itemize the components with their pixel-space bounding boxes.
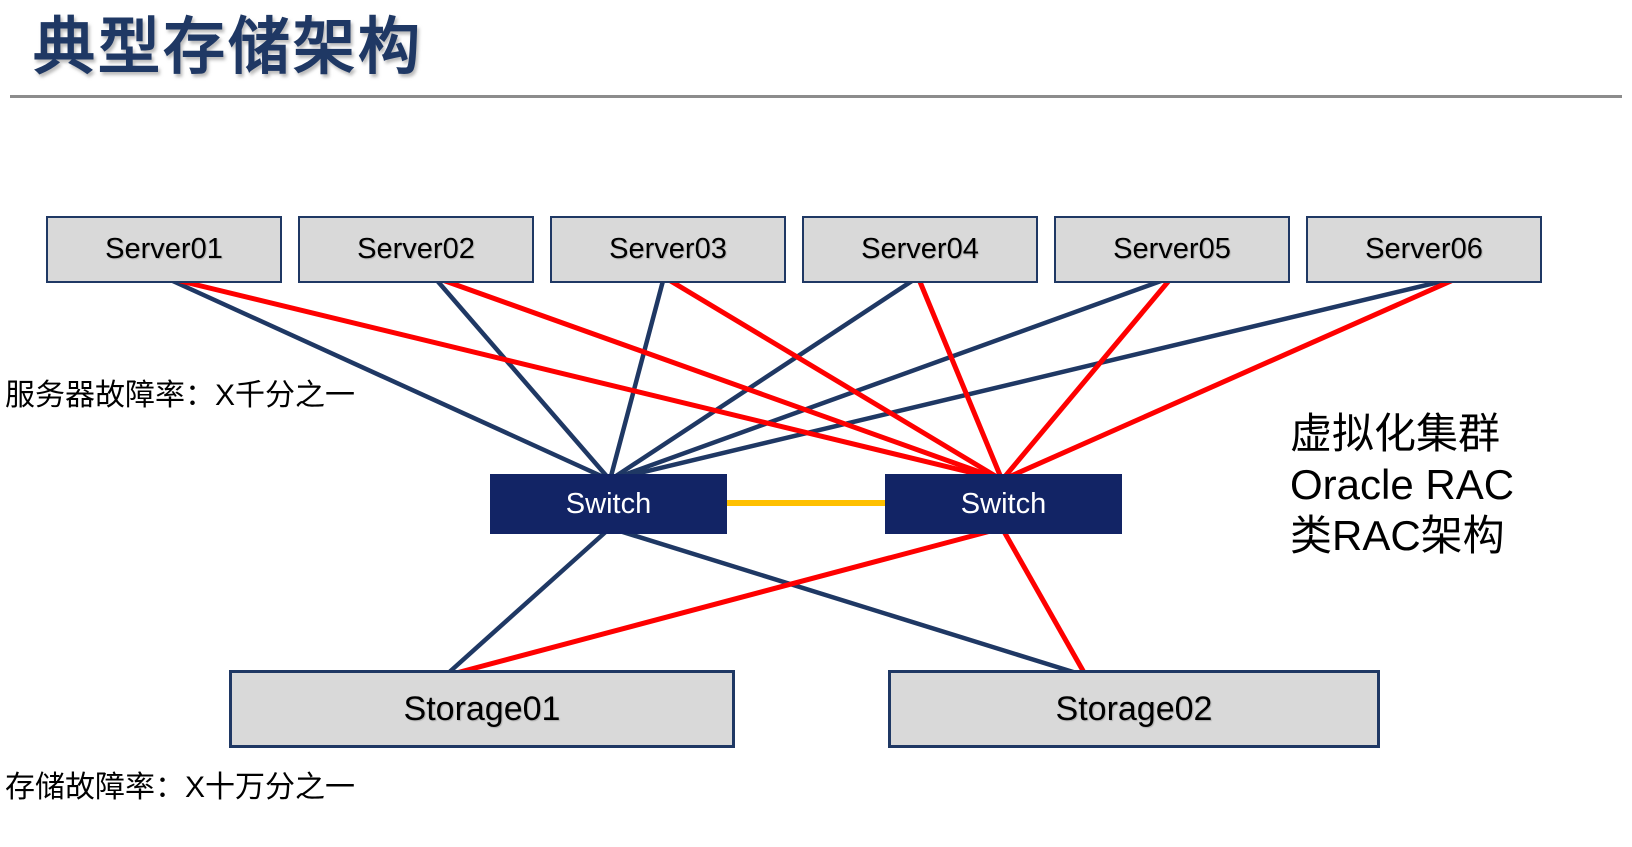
link-server04-switch2 [915, 276, 1005, 481]
link-server01-switch1 [163, 274, 611, 483]
link-switch1-storage02 [609, 525, 1087, 679]
link-server02-switch1 [432, 275, 612, 482]
link-switch2-storage01 [444, 525, 1003, 679]
link-server01-switch2 [163, 274, 1003, 483]
side-note-line-1: 虚拟化集群 [1290, 410, 1501, 457]
server03-label: Server03 [609, 233, 727, 265]
link-server06-switch2 [1000, 274, 1462, 483]
server01-label: Server01 [105, 233, 223, 265]
side-note-line-3: 类RAC架构 [1290, 512, 1505, 559]
node-switch-right: Switch [885, 474, 1122, 534]
node-server03: Server03 [550, 216, 786, 283]
link-server03-switch1 [607, 276, 667, 481]
link-switch1-storage01 [443, 526, 612, 678]
server02-label: Server02 [357, 233, 475, 265]
switch-left-label: Switch [565, 487, 652, 520]
server04-label: Server04 [861, 233, 979, 265]
link-server02-switch2 [433, 274, 1003, 483]
storage-failure-rate-label: 存储故障率：X十万分之一 [5, 771, 356, 804]
node-server04: Server04 [802, 216, 1038, 283]
page-title: 典型存储架构 [33, 13, 424, 82]
link-switch2-storage02 [999, 526, 1089, 678]
node-switch-left: Switch [490, 474, 727, 534]
switch-right-label: Switch [960, 487, 1047, 520]
cluster-side-note: 虚拟化集群 Oracle RAC 类RAC架构 [1290, 408, 1514, 561]
server-failure-rate-label: 服务器故障率：X千分之一 [5, 379, 356, 412]
node-storage02: Storage02 [888, 670, 1380, 748]
node-server05: Server05 [1054, 216, 1290, 283]
node-server01: Server01 [46, 216, 282, 283]
title-divider-line [10, 95, 1622, 98]
side-note-line-2: Oracle RAC [1290, 461, 1515, 508]
server05-label: Server05 [1113, 233, 1231, 265]
link-server04-switch1 [608, 275, 920, 482]
storage01-label: Storage01 [403, 689, 561, 728]
link-server03-switch2 [662, 274, 1004, 483]
storage02-label: Storage02 [1055, 689, 1213, 728]
node-server02: Server02 [298, 216, 534, 283]
server06-label: Server06 [1365, 233, 1483, 265]
link-server06-switch1 [609, 274, 1461, 483]
node-server06: Server06 [1306, 216, 1542, 283]
link-server05-switch1 [609, 274, 1173, 483]
link-server05-switch2 [1000, 275, 1174, 482]
node-storage01: Storage01 [229, 670, 735, 748]
